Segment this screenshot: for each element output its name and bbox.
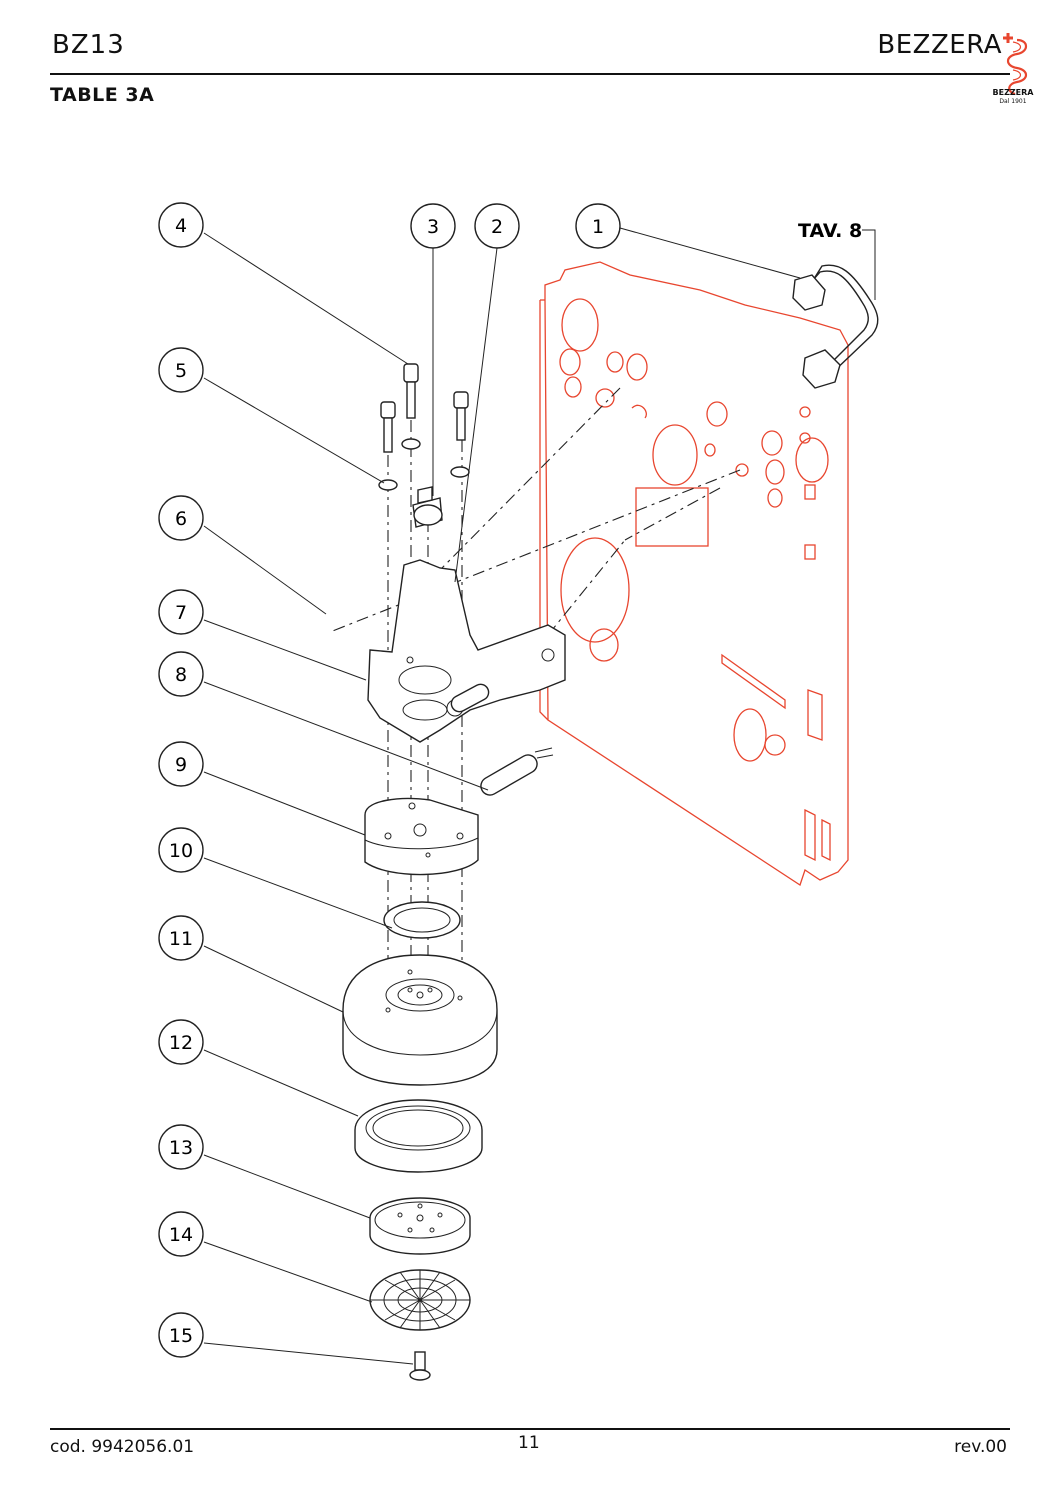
bezzera-logo-icon — [1003, 33, 1028, 96]
callout-4: 4 — [175, 215, 187, 237]
callout-2-circle — [474, 203, 520, 249]
callout-2: 2 — [491, 216, 503, 238]
callout-7-circle — [158, 589, 204, 635]
callout-5-circle — [158, 347, 204, 393]
callout-7: 7 — [175, 602, 187, 624]
model-name: BZ13 — [52, 30, 125, 60]
callout-5: 5 — [175, 360, 187, 382]
callout-6: 6 — [175, 508, 187, 530]
callout-markers — [158, 202, 621, 1358]
document-code: cod. 9942056.01 — [50, 1437, 195, 1457]
logo-wordmark: BEZZERA — [992, 88, 1034, 97]
shower-holder — [369, 1197, 471, 1255]
center-screw — [409, 1351, 431, 1381]
callout-3-circle — [410, 203, 456, 249]
frame-plate — [539, 261, 849, 887]
gasket — [383, 901, 461, 939]
callout-4-circle — [158, 202, 204, 248]
callout-11: 11 — [169, 928, 193, 950]
callout-15: 15 — [169, 1325, 193, 1347]
callout-13-circle — [158, 1124, 204, 1170]
callout-labels: 4 5 6 7 8 9 10 11 12 13 14 15 3 2 1 TAV.… — [169, 215, 862, 1347]
shower-screen — [369, 1269, 471, 1331]
callout-6-circle — [158, 495, 204, 541]
footer-rule — [50, 1428, 1010, 1430]
callout-1: 1 — [592, 216, 604, 238]
group-block — [364, 797, 479, 876]
support-bracket — [367, 559, 566, 743]
logo-since: Dal 1901 — [999, 98, 1027, 105]
header-rule — [50, 73, 1010, 75]
screw-set — [380, 363, 469, 453]
callout-10: 10 — [169, 840, 193, 862]
callout-8: 8 — [175, 664, 187, 686]
pipe-assembly — [792, 264, 879, 389]
callout-14: 14 — [169, 1224, 193, 1246]
gasket-ring — [354, 1099, 483, 1173]
callout-14-circle — [158, 1211, 204, 1257]
callout-11-circle — [158, 915, 204, 961]
revision: rev.00 — [954, 1437, 1007, 1457]
brand-name: BEZZERA — [877, 30, 1002, 60]
callout-10-circle — [158, 827, 204, 873]
callout-9: 9 — [175, 754, 187, 776]
callout-8-circle — [158, 651, 204, 697]
callout-13: 13 — [169, 1137, 193, 1159]
callout-12: 12 — [169, 1032, 193, 1054]
callout-leaders — [203, 227, 876, 1365]
group-cover — [342, 954, 498, 1086]
heating-element — [480, 747, 554, 796]
callout-1-circle — [575, 203, 621, 249]
table-title: TABLE 3A — [50, 84, 155, 106]
callout-3: 3 — [427, 216, 439, 238]
reference-label: TAV. 8 — [798, 220, 862, 242]
thermostat — [412, 486, 443, 528]
callout-12-circle — [158, 1019, 204, 1065]
callout-9-circle — [158, 741, 204, 787]
callout-15-circle — [158, 1312, 204, 1358]
page-number: 11 — [518, 1433, 540, 1453]
